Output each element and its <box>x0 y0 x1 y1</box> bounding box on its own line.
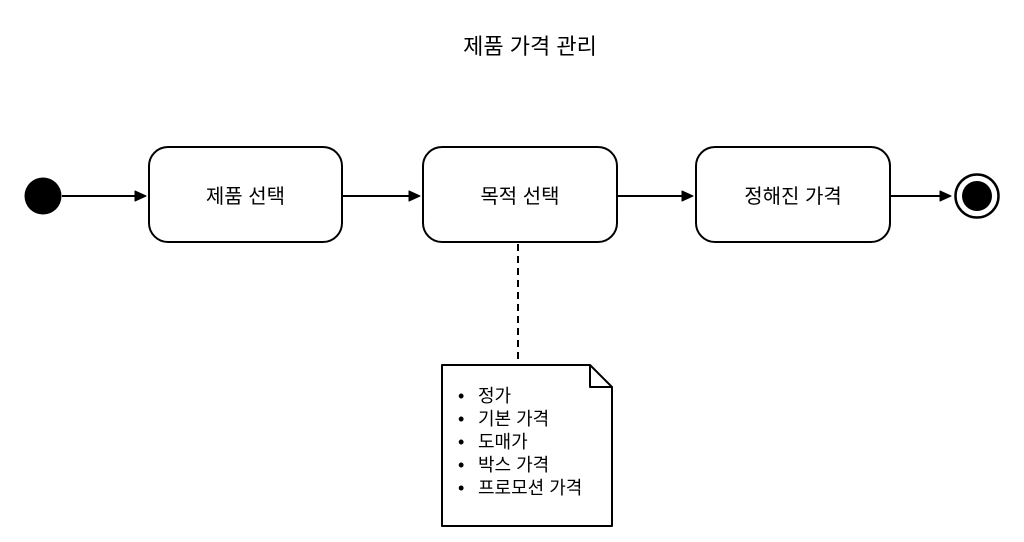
note-shape <box>441 364 613 527</box>
diagram-title: 제품 가격 관리 <box>463 34 597 59</box>
final-node <box>954 173 1000 219</box>
note-item-text: 박스 가격 <box>478 455 550 475</box>
activity-node-fixed-price: 정해진 가격 <box>695 146 891 243</box>
note-item: • 프로모션 가격 <box>458 477 608 500</box>
note-item-text: 도매가 <box>478 432 528 452</box>
note-item-text: 기본 가격 <box>478 409 550 429</box>
final-node-inner-circle <box>962 181 992 211</box>
note-item: • 박스 가격 <box>458 454 608 477</box>
activity-label: 제품 선택 <box>205 186 286 208</box>
activity-label: 정해진 가격 <box>744 186 842 208</box>
bullet-icon: • <box>458 478 465 498</box>
note-fold-corner <box>589 365 612 388</box>
bullet-icon: • <box>458 409 465 429</box>
activity-label: 목적 선택 <box>480 186 560 208</box>
note-item-text: 정가 <box>478 386 512 406</box>
activity-node-select-purpose: 목적 선택 <box>422 146 618 243</box>
bullet-icon: • <box>458 386 465 406</box>
note-item: • 도매가 <box>458 431 608 454</box>
bullet-icon: • <box>458 455 465 475</box>
note-item-list: • 정가 • 기본 가격 • 도매가 • 박스 가격 • 프로모션 가격 <box>458 385 608 500</box>
activity-node-select-product: 제품 선택 <box>148 146 343 243</box>
initial-node <box>24 177 62 215</box>
note-item: • 기본 가격 <box>458 408 608 431</box>
note-item-text: 프로모션 가격 <box>478 478 583 498</box>
bullet-icon: • <box>458 432 465 452</box>
note-item: • 정가 <box>458 385 608 408</box>
